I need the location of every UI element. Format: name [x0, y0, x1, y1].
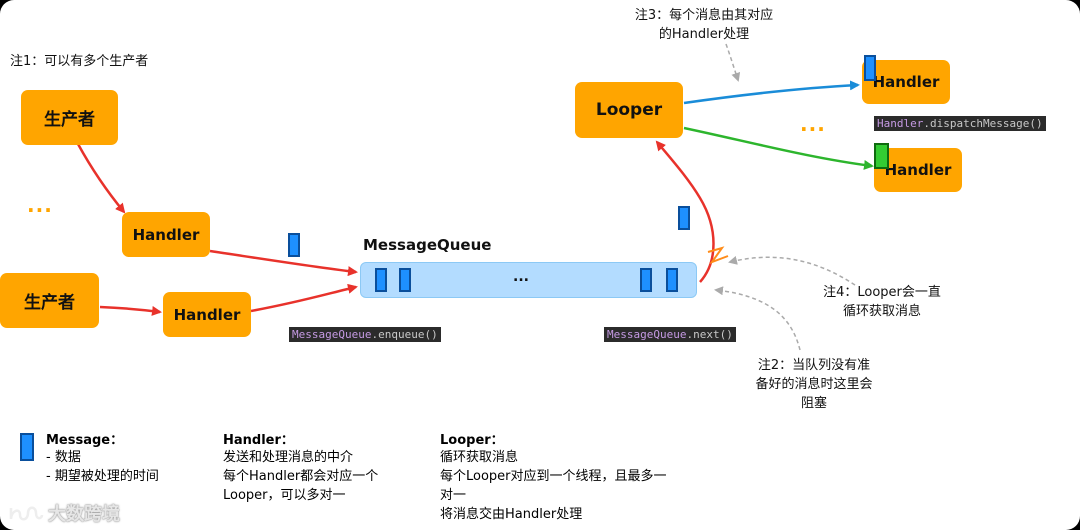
- enqueue-label-method: .enqueue(): [371, 328, 438, 341]
- pointer-note2: [714, 286, 801, 351]
- legend-message-line-1: - 数据: [46, 450, 81, 465]
- producer-ellipsis: ...: [27, 193, 53, 217]
- legend-handler-line-3: Looper，可以多对一: [223, 488, 346, 503]
- note-2-line-2: 备好的消息时这里会: [755, 377, 873, 392]
- message-at-handler-top: [864, 55, 876, 81]
- handler-ellipsis: ...: [800, 112, 826, 136]
- legend-looper: Looper： 循环获取消息 每个Looper对应到一个线程，且最多一 对一 将…: [440, 429, 667, 524]
- arrow-looper-to-handler-top: [683, 80, 860, 105]
- legend-looper-title: Looper：: [440, 433, 504, 448]
- legend-handler-title: Handler：: [223, 433, 294, 448]
- legend-looper-line-4: 将消息交由Handler处理: [440, 507, 583, 522]
- legend-looper-line-1: 循环获取消息: [440, 450, 519, 465]
- dispatch-label-class: Handler: [877, 117, 924, 130]
- legend-handler: Handler： 发送和处理消息的中介 每个Handler都会对应一个 Loop…: [223, 429, 378, 505]
- legend-message-icon: [20, 433, 34, 461]
- watermark: 大数跨境: [8, 500, 120, 526]
- dispatch-label-method: .dispatchMessage(): [923, 117, 1043, 130]
- looper: Looper: [575, 82, 683, 138]
- legend-handler-line-2: 每个Handler都会对应一个: [223, 469, 379, 484]
- watermark-logo-icon: [9, 506, 44, 521]
- handler-left-bottom: Handler: [163, 292, 251, 337]
- arrow-producer-top-to-handler: [76, 143, 126, 214]
- handler-left-top: Handler: [122, 212, 210, 257]
- queue-message-2: [399, 268, 411, 292]
- note-3-line-1: 注3：每个消息由其对应: [634, 8, 774, 23]
- queue-message-1: [375, 268, 387, 292]
- message-in-flight-enqueue: [288, 233, 300, 257]
- enqueue-label-class: MessageQueue: [292, 328, 372, 341]
- legend-handler-line-1: 发送和处理消息的中介: [223, 450, 354, 465]
- arrow-handler-top-to-queue: [209, 249, 358, 277]
- legend-looper-line-2: 每个Looper对应到一个线程，且最多一: [440, 469, 667, 484]
- dispatch-label: Handler.dispatchMessage(): [874, 116, 1046, 131]
- next-label: MessageQueue.next(): [604, 327, 736, 342]
- enqueue-label: MessageQueue.enqueue(): [289, 327, 441, 342]
- message-at-handler-bottom: [874, 143, 889, 169]
- note-2: 注2：当队列没有准 备好的消息时这里会 阻塞: [744, 356, 884, 413]
- note-4-line-1: 注4：Looper会一直: [823, 285, 941, 300]
- queue-message-4: [666, 268, 678, 292]
- message-queue: ...: [360, 262, 697, 298]
- pointer-note4: [728, 255, 856, 286]
- arrow-handler-bottom-to-queue: [250, 283, 358, 313]
- arrow-producer-bottom-to-handler: [99, 305, 162, 316]
- producer-bottom: 生产者: [0, 273, 99, 328]
- note-3-line-2: 的Handler处理: [658, 27, 750, 42]
- handler-right-top: Handler: [862, 60, 950, 104]
- pointer-note3: [725, 43, 741, 82]
- legend-message-title: Message：: [46, 433, 124, 448]
- legend-message: Message： - 数据 - 期望被处理的时间: [46, 429, 159, 486]
- producer-top: 生产者: [21, 90, 118, 145]
- arrow-looper-to-handler-bottom: [683, 126, 874, 170]
- next-label-method: .next(): [686, 328, 733, 341]
- message-in-flight-next: [678, 206, 690, 230]
- queue-ellipsis: ...: [513, 269, 529, 285]
- note-3: 注3：每个消息由其对应 的Handler处理: [610, 6, 798, 44]
- watermark-text: 大数跨境: [48, 504, 120, 525]
- block-mark: [707, 246, 729, 265]
- queue-message-3: [640, 268, 652, 292]
- note-4: 注4：Looper会一直 循环获取消息: [812, 283, 952, 321]
- legend-looper-line-3: 对一: [440, 488, 467, 503]
- note-4-line-2: 循环获取消息: [842, 304, 921, 319]
- note-2-line-3: 阻塞: [800, 396, 827, 411]
- legend-message-line-2: - 期望被处理的时间: [46, 469, 159, 484]
- next-label-class: MessageQueue: [607, 328, 687, 341]
- note-1: 注1：可以有多个生产者: [10, 54, 149, 69]
- queue-title: MessageQueue: [363, 236, 492, 254]
- note-2-line-1: 注2：当队列没有准: [757, 358, 871, 373]
